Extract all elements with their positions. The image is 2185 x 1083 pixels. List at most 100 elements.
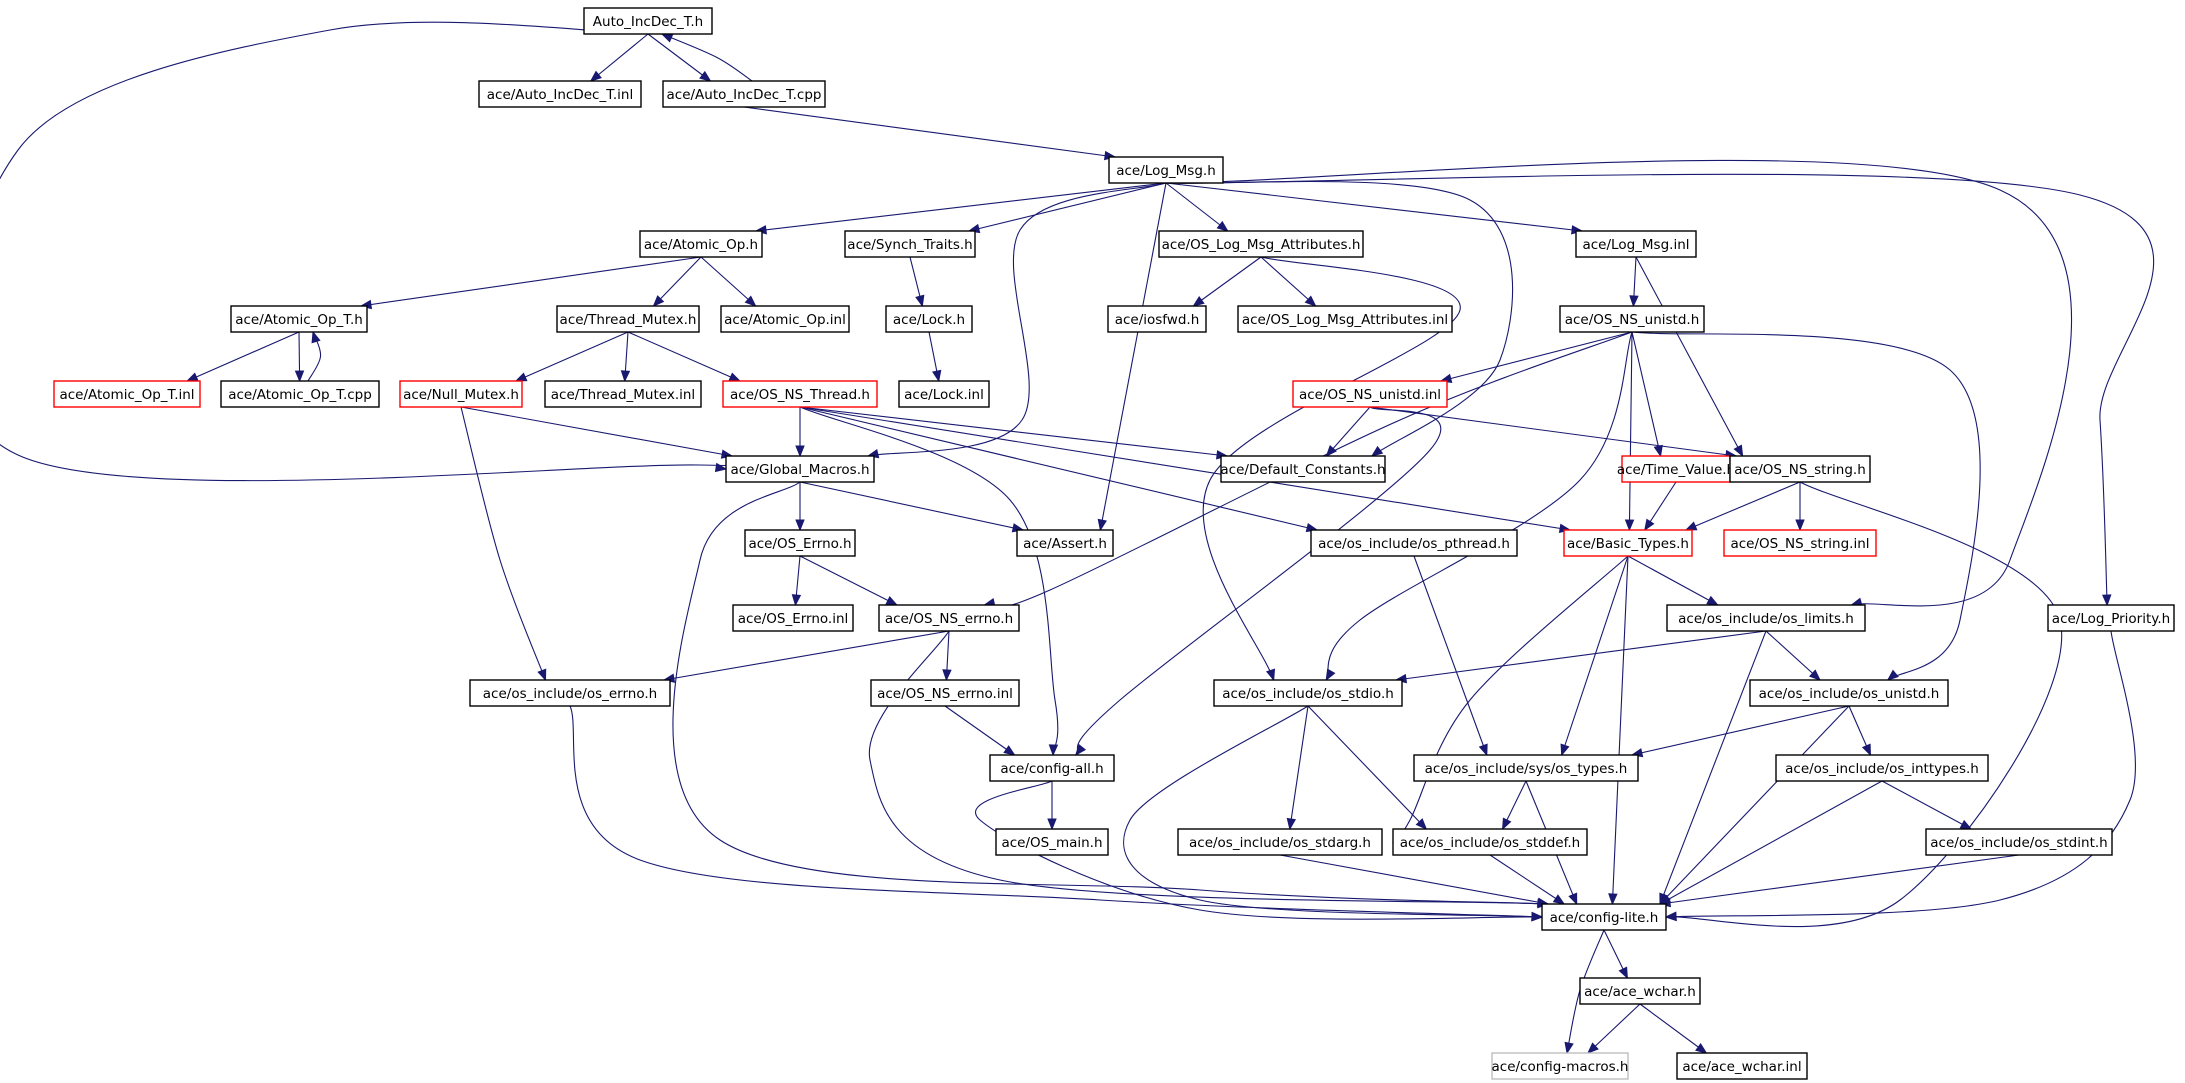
arrowhead-os_errno_h-to-os_ns_errno_h: [885, 596, 899, 606]
edge-atomic_op_h-to-atomic_op_t_h: [360, 256, 702, 307]
node-ace_wchar_inl[interactable]: ace/ace_wchar.inl: [1676, 1052, 1808, 1080]
node-config_all_h[interactable]: ace/config-all.h: [989, 754, 1115, 782]
arrowhead-auto_incdec_h-to-global_macros_h: [714, 462, 728, 473]
arrowhead-atomic_op_h-to-thread_mutex_h: [652, 295, 665, 307]
node-atomic_op_h[interactable]: ace/Atomic_Op.h: [639, 230, 763, 258]
node-lock_inl[interactable]: ace/Lock.inl: [898, 380, 990, 408]
node-lock_h[interactable]: ace/Lock.h: [885, 305, 973, 333]
node-box: [1392, 828, 1588, 856]
node-auto_incdec_inl[interactable]: ace/Auto_IncDec_T.inl: [478, 80, 642, 108]
node-os_types_h[interactable]: ace/os_include/sys/os_types.h: [1413, 754, 1639, 782]
arrowhead-atomic_op_t_h-to-atomic_op_t_inl: [185, 372, 199, 382]
node-atomic_op_t_cpp[interactable]: ace/Atomic_Op_T.cpp: [220, 380, 380, 408]
node-os_log_msg_attr_inl[interactable]: ace/OS_Log_Msg_Attributes.inl: [1237, 305, 1453, 333]
node-os_unistd_h[interactable]: ace/os_include/os_unistd.h: [1749, 679, 1949, 707]
node-os_ns_thread_h[interactable]: ace/OS_NS_Thread.h: [722, 380, 878, 408]
node-box: [1749, 679, 1949, 707]
node-box: [1541, 903, 1667, 931]
node-os_stdint_h[interactable]: ace/os_include/os_stdint.h: [1925, 828, 2113, 856]
node-box: [898, 380, 990, 408]
arrowhead-os_log_msg_attr_h-to-os_log_msg_attr_inl: [1304, 295, 1317, 307]
edge-null_mutex_h-to-global_macros_h: [460, 406, 733, 457]
node-global_macros_h[interactable]: ace/Global_Macros.h: [725, 455, 875, 483]
edge-os_stddef_h-to-config_lite_h: [1489, 854, 1565, 905]
arrowhead-global_macros_h-to-os_errno_h: [795, 519, 805, 532]
node-assert_h[interactable]: ace/Assert.h: [1016, 529, 1114, 557]
node-box: [53, 380, 201, 408]
node-label: Auto_IncDec_T.h: [593, 14, 703, 30]
node-os_ns_errno_h[interactable]: ace/OS_NS_errno.h: [878, 604, 1020, 632]
edge-os_ns_thread_h-to-default_constants_h: [799, 406, 1228, 457]
arrowhead-os_types_h-to-os_stddef_h: [1502, 817, 1512, 831]
node-iosfwd_h[interactable]: ace/iosfwd.h: [1107, 305, 1207, 333]
node-null_mutex_h[interactable]: ace/Null_Mutex.h: [399, 380, 523, 408]
node-default_constants_h[interactable]: ace/Default_Constants.h: [1220, 455, 1386, 483]
arrowhead-thread_mutex_h-to-os_ns_thread_h: [728, 372, 742, 382]
arrowhead-os_ns_thread_h-to-config_all_h: [1048, 744, 1059, 757]
node-thread_mutex_h[interactable]: ace/Thread_Mutex.h: [556, 305, 700, 333]
node-os_stdio_h[interactable]: ace/os_include/os_stdio.h: [1213, 679, 1403, 707]
node-os_errno_inl[interactable]: ace/OS_Errno.inl: [732, 604, 854, 632]
node-label: ace/ace_wchar.h: [1584, 984, 1696, 1000]
node-label: ace/config-lite.h: [1550, 910, 1659, 926]
arrowhead-os_limits_h-to-os_unistd_h: [1808, 669, 1821, 681]
arrowhead-log_msg_h-to-default_constants_h: [1370, 445, 1384, 457]
node-thread_mutex_inl[interactable]: ace/Thread_Mutex.inl: [544, 380, 702, 408]
node-os_ns_string_inl[interactable]: ace/OS_NS_string.inl: [1723, 529, 1877, 557]
node-box: [1310, 529, 1518, 557]
edge-os_limits_h-to-os_unistd_h: [1765, 630, 1821, 681]
node-os_include_errno_h[interactable]: ace/os_include/os_errno.h: [469, 679, 671, 707]
node-config_macros_h[interactable]: ace/config-macros.h: [1491, 1052, 1629, 1080]
node-log_msg_inl[interactable]: ace/Log_Msg.inl: [1575, 230, 1697, 258]
arrowhead-os_ns_errno_h-to-os_ns_errno_inl: [942, 669, 952, 682]
node-os_ns_unistd_h[interactable]: ace/OS_NS_unistd.h: [1559, 305, 1705, 333]
node-auto_incdec_cpp[interactable]: ace/Auto_IncDec_T.cpp: [662, 80, 826, 108]
edge-log_priority_h-to-config_lite_h: [1665, 630, 2136, 918]
node-os_main_h[interactable]: ace/OS_main.h: [995, 828, 1109, 856]
edge-os_stdio_h-to-config_lite_h: [1123, 705, 1543, 918]
edge-atomic_op_h-to-thread_mutex_h: [653, 256, 702, 307]
arrowhead-os_ns_errno_inl-to-config_all_h: [1003, 745, 1016, 756]
node-log_priority_h[interactable]: ace/Log_Priority.h: [2047, 604, 2175, 632]
node-os_ns_unistd_inl[interactable]: ace/OS_NS_unistd.inl: [1292, 380, 1448, 408]
node-atomic_op_inl[interactable]: ace/Atomic_Op.inl: [720, 305, 850, 333]
node-synch_traits_h[interactable]: ace/Synch_Traits.h: [844, 230, 976, 258]
node-time_value_h[interactable]: ace/Time_Value.h: [1617, 455, 1735, 483]
node-log_msg_h[interactable]: ace/Log_Msg.h: [1108, 156, 1224, 184]
edge-log_msg_h-to-assert_h: [1099, 182, 1167, 531]
node-os_errno_h[interactable]: ace/OS_Errno.h: [744, 529, 856, 557]
node-atomic_op_t_inl[interactable]: ace/Atomic_Op_T.inl: [53, 380, 201, 408]
node-os_ns_errno_inl[interactable]: ace/OS_NS_errno.inl: [870, 679, 1020, 707]
node-os_ns_string_h[interactable]: ace/OS_NS_string.h: [1729, 455, 1871, 483]
node-atomic_op_t_h[interactable]: ace/Atomic_Op_T.h: [230, 305, 368, 333]
node-os_stdarg_h[interactable]: ace/os_include/os_stdarg.h: [1177, 828, 1383, 856]
arrowhead-os_ns_string_h-to-os_ns_string_inl: [1795, 519, 1805, 532]
edge-log_msg_h-to-log_msg_inl: [1165, 182, 1583, 232]
node-ace_wchar_h[interactable]: ace/ace_wchar.h: [1579, 977, 1701, 1005]
node-os_inttypes_h[interactable]: ace/os_include/os_inttypes.h: [1775, 754, 1989, 782]
node-config_lite_h[interactable]: ace/config-lite.h: [1541, 903, 1667, 931]
edge-global_macros_h-to-assert_h: [799, 481, 1024, 531]
arrowhead-ace_wchar_h-to-ace_wchar_inl: [1695, 1042, 1708, 1054]
node-box: [1666, 604, 1866, 632]
node-box: [1676, 1052, 1808, 1080]
edge-os_ns_thread_h-to-basic_types_h: [799, 406, 1571, 531]
node-label: ace/Null_Mutex.h: [403, 387, 519, 403]
node-box: [1237, 305, 1453, 333]
node-os_limits_h[interactable]: ace/os_include/os_limits.h: [1666, 604, 1866, 632]
edge-os_unistd_h-to-os_types_h: [1631, 705, 1850, 756]
node-label: ace/Lock.inl: [904, 387, 984, 403]
edge-os_log_msg_attr_h-to-os_log_msg_attr_inl: [1260, 256, 1316, 307]
arrowhead-os_stddef_h-to-config_lite_h: [1552, 894, 1566, 905]
edge-log_msg_h-to-atomic_op_h: [755, 182, 1167, 232]
edge-log_msg_h-to-os_limits_h: [1165, 159, 2073, 607]
node-os_pthread_h[interactable]: ace/os_include/os_pthread.h: [1310, 529, 1518, 557]
edge-log_msg_h-to-synch_traits_h: [968, 182, 1167, 232]
node-os_log_msg_attr_h[interactable]: ace/OS_Log_Msg_Attributes.h: [1158, 230, 1364, 258]
node-auto_incdec_h[interactable]: Auto_IncDec_T.h: [583, 7, 713, 35]
node-basic_types_h[interactable]: ace/Basic_Types.h: [1563, 529, 1693, 557]
node-label: ace/Lock.h: [893, 312, 965, 328]
edge-os_unistd_h-to-config_lite_h: [1659, 705, 1850, 905]
node-os_stddef_h[interactable]: ace/os_include/os_stddef.h: [1392, 828, 1588, 856]
node-box: [1579, 977, 1701, 1005]
